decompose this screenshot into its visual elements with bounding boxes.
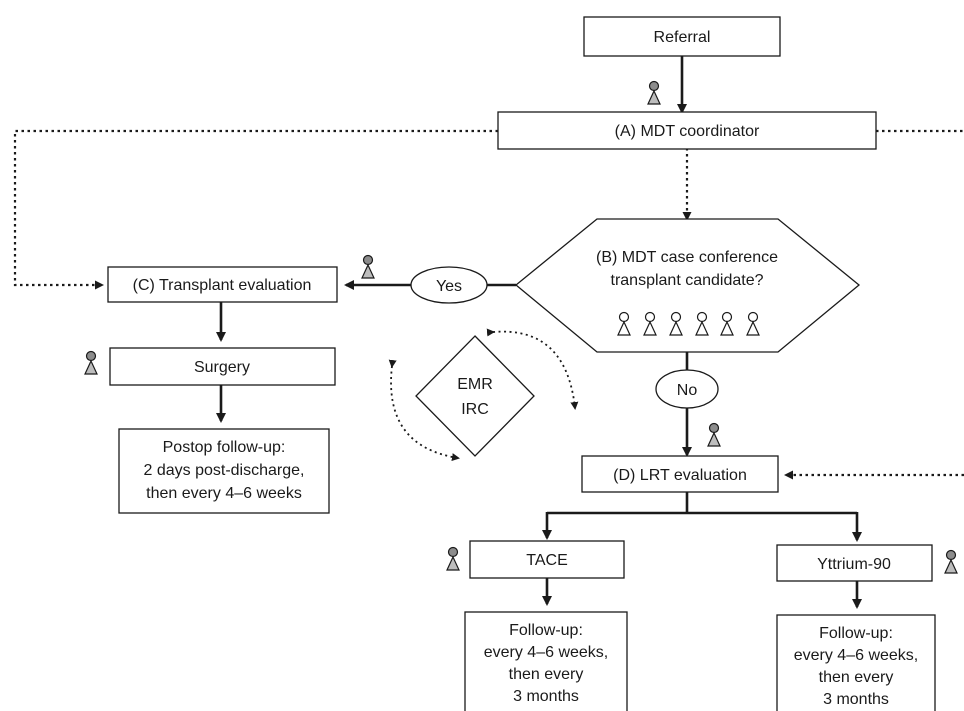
tace-followup-line-3: then every <box>509 666 584 683</box>
postop-line-1: Postop follow-up: <box>163 439 286 456</box>
yttrium-followup-line-1: Follow-up: <box>819 625 893 642</box>
yttrium-label: Yttrium-90 <box>817 556 891 573</box>
emr-irc-diamond: EMR IRC <box>415 335 535 457</box>
tace-box: TACE <box>469 540 625 579</box>
person-icon <box>446 546 460 571</box>
person-icon <box>707 422 721 447</box>
referral-box: Referral <box>583 16 781 57</box>
postop-line-3: then every 4–6 weeks <box>146 485 302 502</box>
arrow-coordinator-to-transplant <box>13 129 498 290</box>
tace-followup-line-2: every 4–6 weeks, <box>484 644 609 661</box>
curve-arrow-upper <box>486 328 579 410</box>
no-label: No <box>677 382 698 399</box>
yes-decision: Yes <box>410 266 488 304</box>
conference-attendees <box>617 311 760 336</box>
yttrium-followup-line-4: 3 months <box>823 691 889 708</box>
transplant-evaluation-label: (C) Transplant evaluation <box>133 277 312 294</box>
case-conference-line-2: transplant candidate? <box>611 272 764 289</box>
person-icon <box>647 80 661 105</box>
person-icon <box>720 311 734 336</box>
person-icon <box>84 350 98 375</box>
referral-label: Referral <box>654 29 711 46</box>
yttrium-box: Yttrium-90 <box>776 544 933 582</box>
irc-label: IRC <box>461 401 489 418</box>
tace-followup-line-1: Follow-up: <box>509 622 583 639</box>
person-icon <box>361 254 375 279</box>
curve-arrow-lower <box>388 359 460 461</box>
yttrium-followup-line-2: every 4–6 weeks, <box>794 647 919 664</box>
no-decision: No <box>655 369 719 409</box>
case-conference-line-1: (B) MDT case conference <box>596 249 778 266</box>
person-icon <box>617 311 631 336</box>
yes-label: Yes <box>436 278 462 295</box>
person-icon <box>643 311 657 336</box>
person-icon <box>944 549 958 574</box>
lrt-evaluation-box: (D) LRT evaluation <box>581 455 779 493</box>
person-icons-staff <box>84 80 958 574</box>
yttrium-followup-box: Follow-up: every 4–6 weeks, then every 3… <box>776 614 936 711</box>
emr-label: EMR <box>457 376 493 393</box>
postop-line-2: 2 days post-discharge, <box>144 462 305 479</box>
lrt-evaluation-label: (D) LRT evaluation <box>613 467 747 484</box>
transplant-evaluation-box: (C) Transplant evaluation <box>107 266 338 303</box>
surgery-label: Surgery <box>194 359 250 376</box>
person-icon <box>669 311 683 336</box>
connectors <box>13 56 964 609</box>
postop-followup-box: Postop follow-up: 2 days post-discharge,… <box>118 428 330 514</box>
case-conference-hexagon: (B) MDT case conference transplant candi… <box>514 218 861 353</box>
person-icon <box>746 311 760 336</box>
yttrium-followup-line-3: then every <box>819 669 894 686</box>
person-icon <box>695 311 709 336</box>
tace-followup-line-4: 3 months <box>513 688 579 705</box>
surgery-box: Surgery <box>109 347 336 386</box>
tace-followup-box: Follow-up: every 4–6 weeks, then every 3… <box>464 611 628 711</box>
mdt-coordinator-label: (A) MDT coordinator <box>615 123 760 140</box>
mdt-coordinator-box: (A) MDT coordinator <box>497 111 877 150</box>
tace-label: TACE <box>526 552 567 569</box>
